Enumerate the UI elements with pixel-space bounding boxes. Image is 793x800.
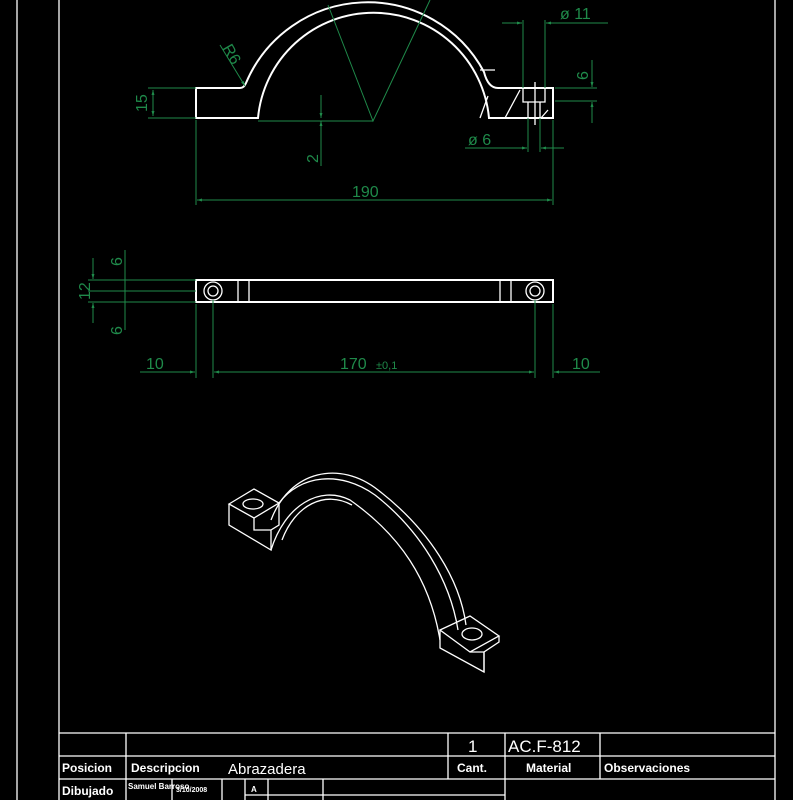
quantity-header: Cant. [457, 761, 487, 775]
description-value: Abrazadera [228, 761, 306, 778]
title-block: 1 AC.F-812 Posicion Descripcion Abrazade… [59, 732, 775, 800]
height-dim: 15 [134, 94, 151, 112]
drawn-date: 3/10/2008 [176, 787, 207, 794]
front-view: 6 12 6 10 170 ±0,1 10 [77, 250, 600, 378]
left-margin-dim: 10 [146, 356, 164, 373]
material-header: Material [526, 761, 571, 775]
span-dim: 170 [340, 356, 367, 373]
material-code: AC.F-812 [508, 737, 581, 756]
drawing-frame [16, 0, 776, 800]
radius-dim: R6 [219, 42, 244, 68]
drawn-by: Samuel Barroso [128, 782, 189, 791]
isometric-view [227, 472, 501, 674]
lower-dim: 6 [109, 326, 126, 335]
right-margin-dim: 10 [572, 356, 590, 373]
tolerance: ±0,1 [376, 360, 397, 372]
hole-inner-dim: ø 6 [468, 132, 491, 149]
description-header: Descripcion [131, 761, 200, 775]
step-dim: 2 [305, 154, 322, 163]
hole-outer-dim: ø 11 [560, 6, 591, 23]
drawn-label: Dibujado [62, 784, 113, 798]
observations-header: Observaciones [604, 761, 690, 775]
quantity-value: 1 [468, 737, 477, 756]
total-dim: 12 [77, 282, 94, 300]
top-view: R6 15 2 190 ø 11 ø 6 6 [134, 0, 608, 205]
flange-thickness-dim: 6 [575, 71, 592, 80]
upper-dim: 6 [109, 257, 126, 266]
position-header: Posicion [62, 761, 112, 775]
sheet-mark: A [251, 785, 257, 794]
length-dim: 190 [352, 184, 379, 201]
